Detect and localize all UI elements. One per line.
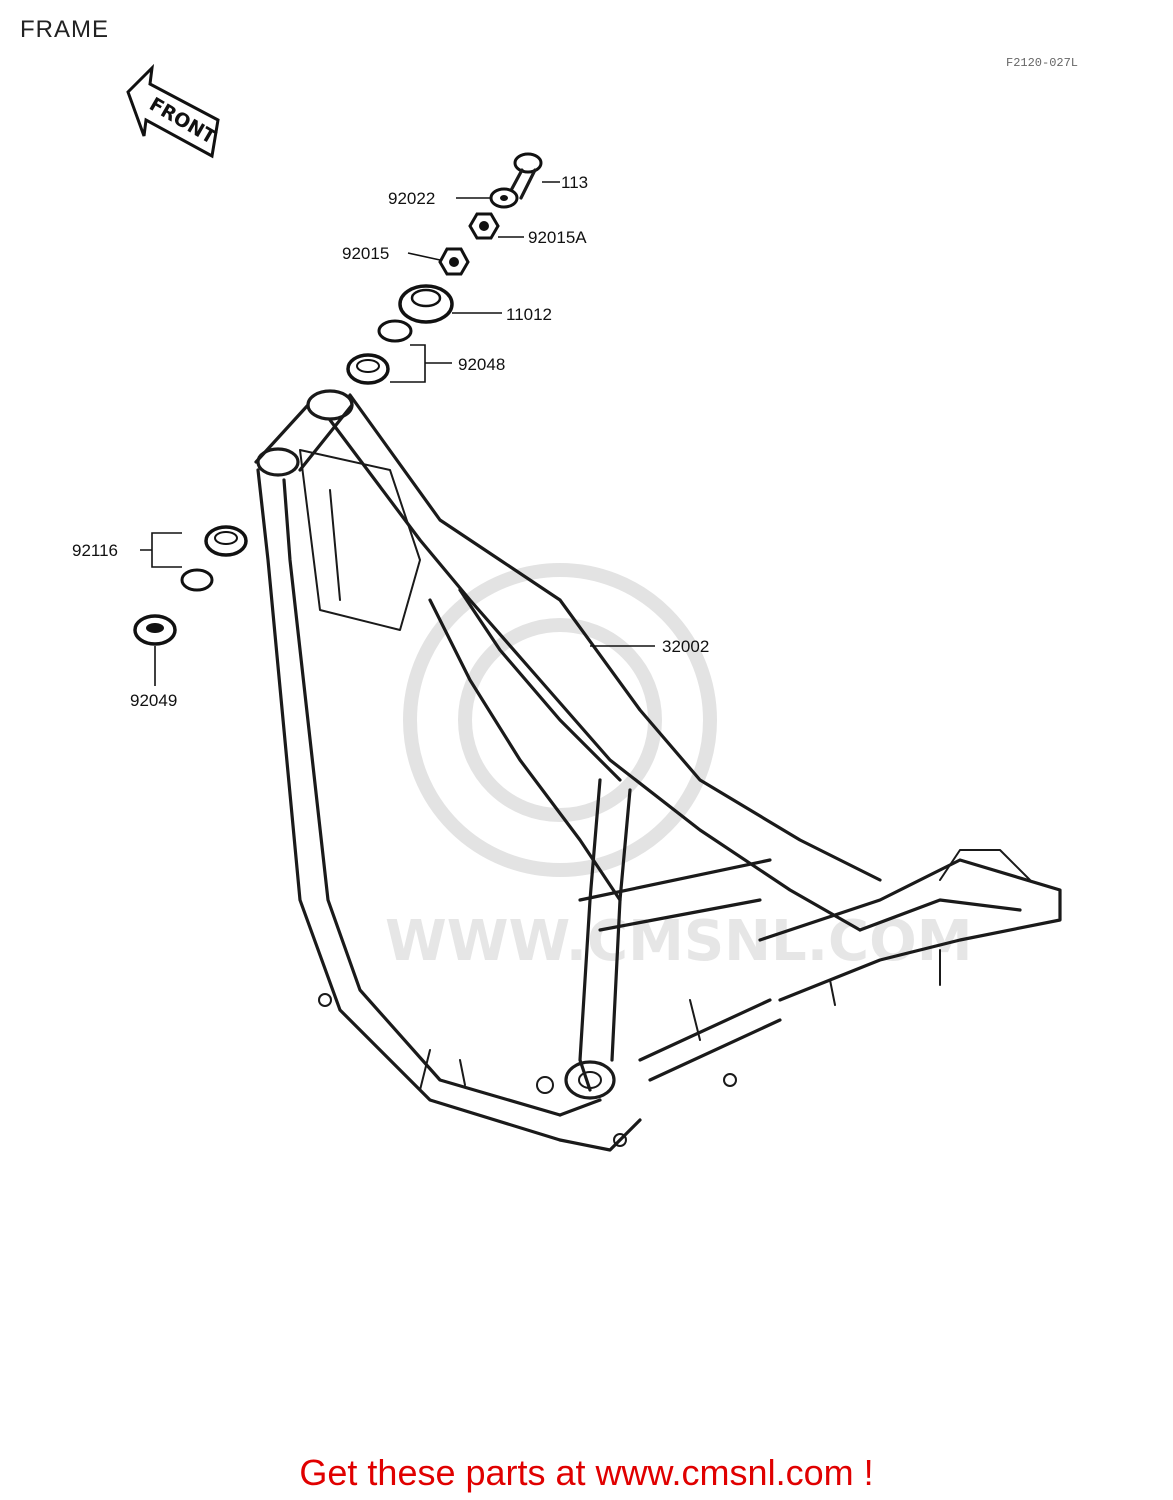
upper-bearing-part xyxy=(346,319,413,385)
callout-92049[interactable]: 92049 xyxy=(130,691,177,710)
exploded-parts-diagram: WWW.CMSNL.COM FRONT xyxy=(72,63,1062,1152)
callout-92015A[interactable]: 92015A xyxy=(528,228,587,247)
callout-32002[interactable]: 32002 xyxy=(662,637,709,656)
callout-92015[interactable]: 92015 xyxy=(342,244,389,263)
stem-nut-upper-part xyxy=(468,212,500,240)
callout-92048[interactable]: 92048 xyxy=(458,355,505,374)
diagram-code: F2120-027L xyxy=(1006,56,1079,70)
callout-92022[interactable]: 92022 xyxy=(388,189,435,208)
part-callouts: 113 92022 92015A 92015 11012 92048 92116… xyxy=(72,173,709,710)
watermark-text: WWW.CMSNL.COM xyxy=(385,909,972,974)
footer-banner-link[interactable]: Get these parts at www.cmsnl.com ! xyxy=(299,1452,874,1493)
lower-bearing-part xyxy=(180,525,248,592)
main-frame-drawing xyxy=(254,389,1062,1152)
stem-nut-lower-part xyxy=(438,247,470,276)
seal-part xyxy=(133,614,177,646)
steering-stem-parts xyxy=(133,152,543,646)
callout-92116[interactable]: 92116 xyxy=(72,541,118,560)
stem-cap-part xyxy=(398,284,454,324)
leader-lines xyxy=(140,181,655,686)
front-arrow: FRONT xyxy=(126,63,220,159)
watermark: WWW.CMSNL.COM xyxy=(385,563,972,974)
callout-113[interactable]: 113 xyxy=(561,173,588,192)
callout-11012[interactable]: 11012 xyxy=(506,305,552,324)
washer-part xyxy=(489,187,519,209)
page-title: FRAME xyxy=(20,16,109,43)
